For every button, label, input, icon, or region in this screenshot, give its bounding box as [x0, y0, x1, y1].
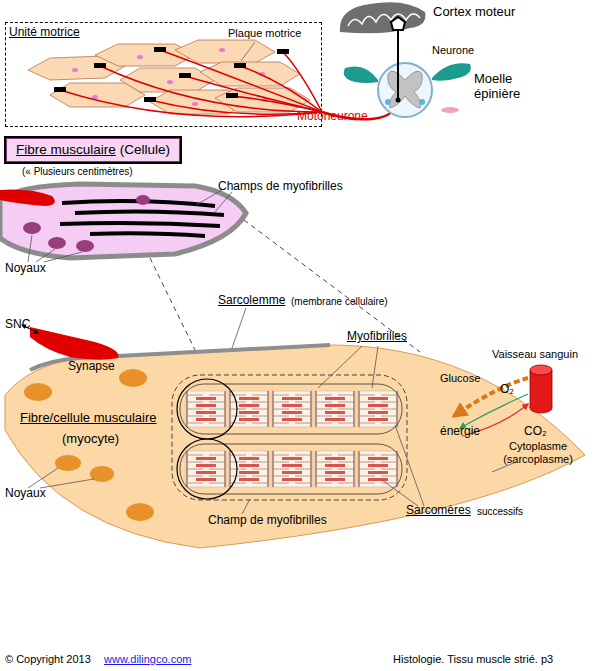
substance-label: O₂: [500, 383, 514, 397]
link: www.dilingco.com: [104, 653, 191, 666]
box-title: Fibre musculaire: [16, 142, 116, 158]
part-label: Moelle épinière: [474, 72, 534, 102]
nerve-label: Motoneurone: [297, 110, 368, 124]
note: successifs: [477, 506, 523, 518]
part-label: Champ de myofibrilles: [208, 514, 327, 528]
part-label: Noyaux: [5, 262, 46, 276]
substance-label: CO₂: [524, 425, 547, 439]
group-title: Unité motrice: [9, 26, 80, 40]
part-label: Vaisseau sanguin: [492, 348, 578, 361]
box-subtitle: (Cellule): [120, 142, 170, 158]
part-label: Noyaux: [5, 487, 46, 501]
substance-label: énergie: [440, 425, 480, 439]
part-label: Sarcolemme: [218, 294, 285, 308]
footer: Histologie. Tissu muscle strié. p3: [393, 653, 553, 666]
part-label: Neurone: [432, 44, 474, 57]
copyright: © Copyright 2013: [5, 653, 91, 666]
part-label: Plaque motrice: [228, 27, 301, 40]
part-label: Synapse: [68, 360, 115, 374]
fiber-title: Fibre/cellule musculaire: [20, 411, 157, 426]
part-label: Champs de myofibrilles: [218, 180, 343, 194]
fiber-shape: [5, 345, 585, 548]
part-label: SNC: [5, 318, 30, 332]
note: (« Plusieurs centimètres): [22, 166, 133, 178]
title-box: Fibre musculaire(Cellule): [4, 136, 182, 164]
part-label: Cortex moteur: [433, 5, 515, 20]
part-label: Cytoplasme (sarcoplasme): [496, 440, 580, 465]
part-label: Myofibrilles: [347, 330, 407, 344]
substance-label: Glucose: [440, 372, 480, 385]
fiber-subtitle: (myocyte): [62, 432, 119, 447]
note: (membrane cellulaire): [291, 296, 388, 308]
part-label: Sarcomères: [406, 504, 471, 518]
